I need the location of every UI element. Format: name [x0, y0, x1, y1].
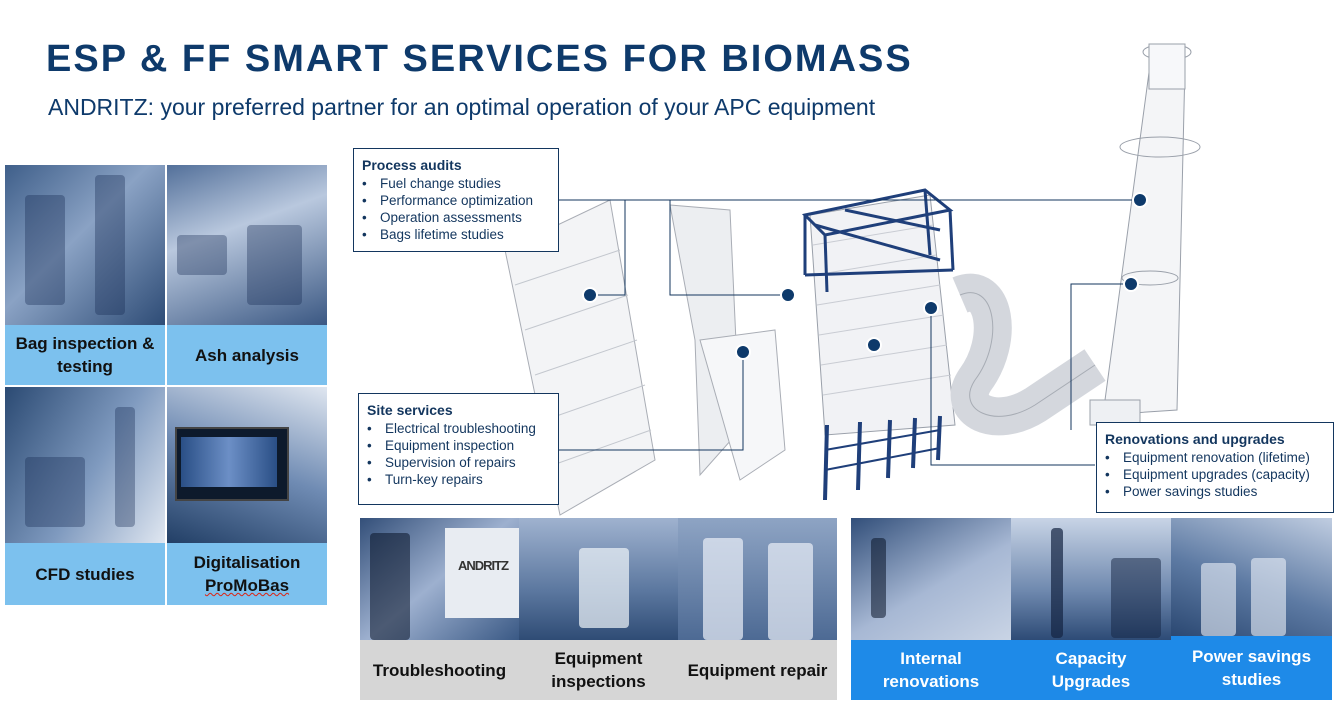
list-item: Bags lifetime studies [362, 226, 548, 243]
andritz-sign: ANDRITZ [458, 558, 509, 573]
callout-site-services: Site services Electrical troubleshooting… [358, 393, 559, 505]
callout-title: Process audits [362, 157, 462, 173]
lab-services-grid: Bag inspection &testing Ash analysis CFD… [5, 165, 327, 605]
card-caption: Bag inspection &testing [5, 325, 165, 385]
callout-renovations: Renovations and upgrades Equipment renov… [1096, 422, 1334, 513]
card-bag-inspection: Bag inspection &testing [5, 165, 165, 385]
page-subtitle: ANDRITZ: your preferred partner for an o… [48, 94, 876, 120]
list-item: Electrical troubleshooting [367, 420, 548, 437]
card-cfd-studies: CFD studies [5, 387, 165, 605]
list-item: Equipment inspection [367, 437, 548, 454]
digitalisation-photo [167, 387, 327, 543]
callout-list: Fuel change studies Performance optimiza… [362, 175, 548, 243]
card-caption: Troubleshooting [360, 640, 519, 700]
equipment-repair-photo [678, 518, 837, 640]
ash-analysis-photo [167, 165, 327, 325]
troubleshooting-photo: ANDRITZ [360, 518, 519, 640]
internal-renovations-photo [851, 518, 1011, 640]
list-item: Supervision of repairs [367, 454, 548, 471]
equipment-inspections-photo [519, 518, 678, 640]
power-savings-photo [1171, 518, 1332, 636]
callout-process-audits: Process audits Fuel change studies Perfo… [353, 148, 559, 252]
list-item: Turn-key repairs [367, 471, 548, 488]
list-item: Power savings studies [1105, 483, 1323, 500]
callout-list: Electrical troubleshooting Equipment ins… [367, 420, 548, 488]
card-troubleshooting: ANDRITZ Troubleshooting [360, 518, 519, 700]
card-equipment-repair: Equipment repair [678, 518, 837, 700]
page-title: ESP & FF SMART SERVICES FOR BIOMASS [46, 38, 913, 80]
list-item: Performance optimization [362, 192, 548, 209]
list-item: Operation assessments [362, 209, 548, 226]
list-item: Equipment upgrades (capacity) [1105, 466, 1323, 483]
callout-list: Equipment renovation (lifetime) Equipmen… [1105, 449, 1323, 500]
list-item: Equipment renovation (lifetime) [1105, 449, 1323, 466]
card-caption: Ash analysis [167, 325, 327, 385]
bag-inspection-photo [5, 165, 165, 325]
card-caption: Equipment repair [678, 640, 837, 700]
cfd-studies-photo [5, 387, 165, 543]
card-ash-analysis: Ash analysis [167, 165, 327, 385]
callout-title: Site services [367, 402, 453, 418]
capacity-upgrades-photo [1011, 518, 1171, 640]
list-item: Fuel change studies [362, 175, 548, 192]
card-caption: CFD studies [5, 543, 165, 605]
callout-title: Renovations and upgrades [1105, 431, 1285, 447]
plant-illustration [504, 43, 1201, 516]
